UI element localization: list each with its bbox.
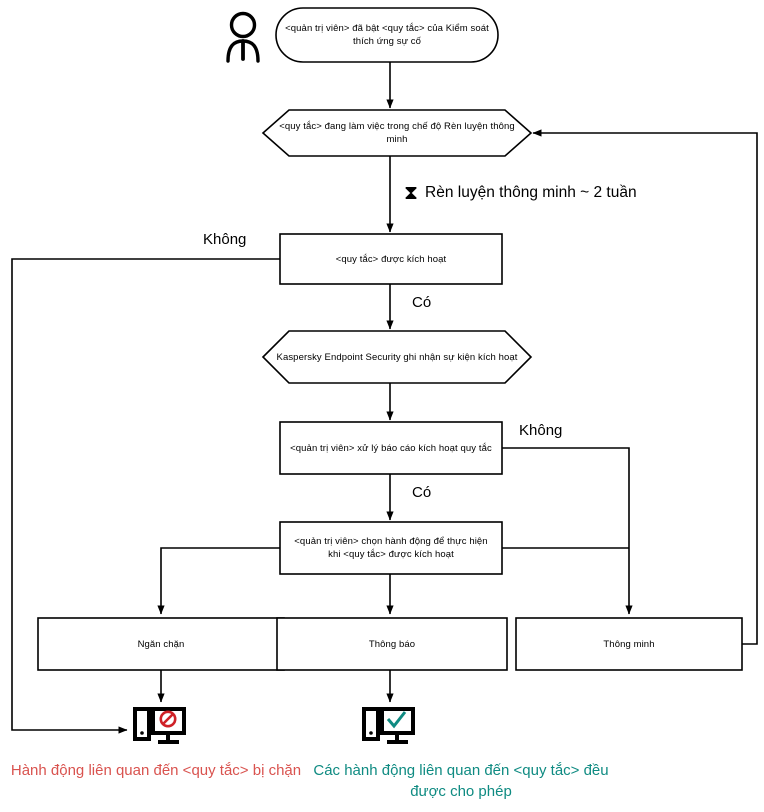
edge-label-report-no: Không: [519, 422, 563, 439]
smart-training-timer: ⧗ Rèn luyện thông minh ~ 2 tuần: [404, 183, 637, 203]
node-training-shape: [261, 109, 533, 157]
node-triggered-shape: [279, 233, 503, 285]
blocked-outcome-caption: Hành động liên quan đến <quy tắc> bị chặ…: [10, 762, 302, 779]
edge-label-triggered-no: Không: [203, 231, 247, 248]
node-block-shape: [37, 617, 285, 671]
node-logged-shape: [261, 330, 533, 384]
allowed-outcome-caption: Các hành động liên quan đến <quy tắc> đề…: [313, 762, 609, 800]
smart-training-timer-label: Rèn luyện thông minh ~ 2 tuần: [425, 184, 637, 201]
person-icon: [226, 11, 260, 63]
edge-triggered-no-to-blocked: [11, 258, 280, 734]
node-start-shape: [275, 7, 499, 63]
edge-chooses-to-block: [157, 547, 280, 615]
hourglass-icon: ⧗: [404, 182, 419, 204]
node-report-shape: [279, 421, 503, 475]
edge-smart-feedback-to-training: [532, 129, 758, 645]
monitor-allowed-icon: [362, 707, 415, 744]
node-chooses-shape: [279, 521, 503, 575]
edge-report-no-to-smart: [502, 447, 633, 615]
monitor-blocked-icon: [133, 707, 186, 744]
node-notify-shape: [276, 617, 508, 671]
node-smart-shape: [515, 617, 743, 671]
edge-label-triggered-yes: Có: [412, 294, 432, 311]
edge-label-report-yes: Có: [412, 484, 432, 501]
